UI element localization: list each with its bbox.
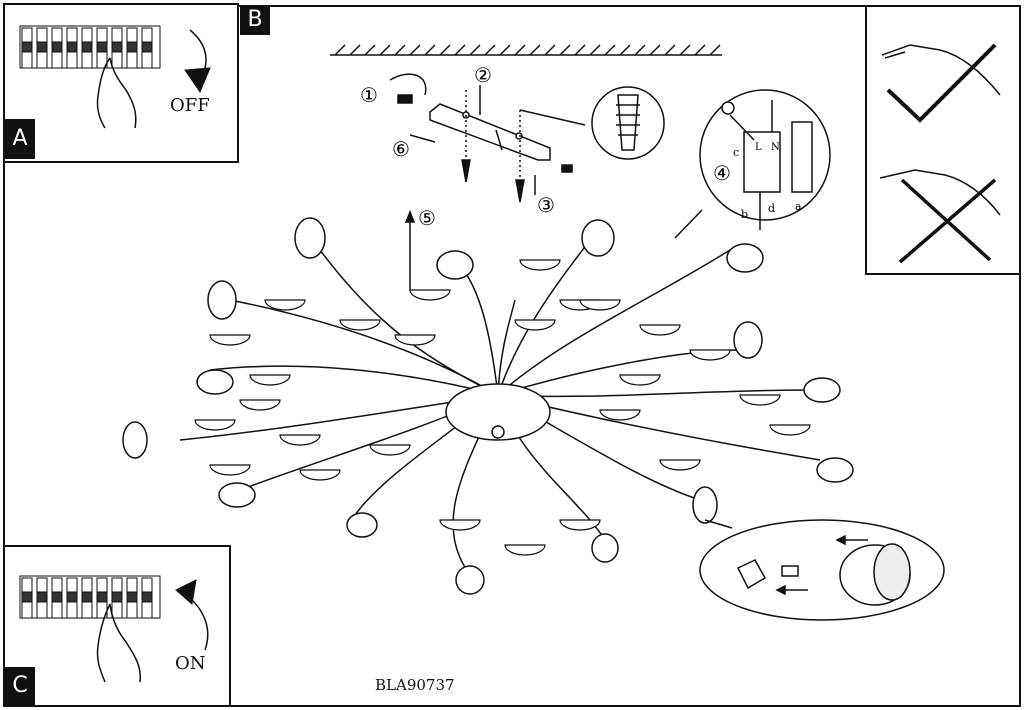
terminal-l: L [755, 142, 762, 153]
terminal-n: N [771, 142, 780, 153]
step-1: ① [360, 83, 378, 107]
breaker-panel-off [19, 25, 211, 129]
bulb-replacement-detail [699, 519, 945, 621]
wire-check-panel [865, 5, 1021, 275]
terminal-d: d [768, 202, 775, 215]
wall-plug-detail [591, 86, 665, 160]
panel-c [3, 545, 231, 707]
leaves [194, 259, 811, 556]
step-5-arrow [404, 209, 416, 290]
step-6: ⑥ [392, 137, 410, 161]
ceiling-line [330, 44, 722, 56]
off-text: OFF [170, 95, 210, 116]
step-5: ⑤ [418, 206, 436, 230]
terminal-block-detail [674, 89, 831, 239]
terminal-a: a [795, 200, 802, 213]
on-text: ON [175, 653, 206, 674]
terminal-b: b [741, 208, 748, 221]
panel-b-label: B [240, 5, 270, 35]
mounting-bracket [389, 73, 586, 203]
panel-a-label: A [5, 119, 35, 159]
breaker-panel-on [19, 575, 209, 683]
chandelier-drawing [179, 239, 821, 576]
lamp-shades [122, 217, 854, 595]
terminal-c: c [733, 146, 739, 159]
correct-handling-icon [881, 43, 1001, 123]
step-2: ② [474, 63, 492, 87]
incorrect-handling-icon [879, 169, 1001, 264]
panel-c-label: C [5, 667, 35, 705]
model-number: BLA90737 [375, 676, 455, 694]
step-4: ④ [713, 161, 731, 185]
step-3: ③ [537, 193, 555, 217]
